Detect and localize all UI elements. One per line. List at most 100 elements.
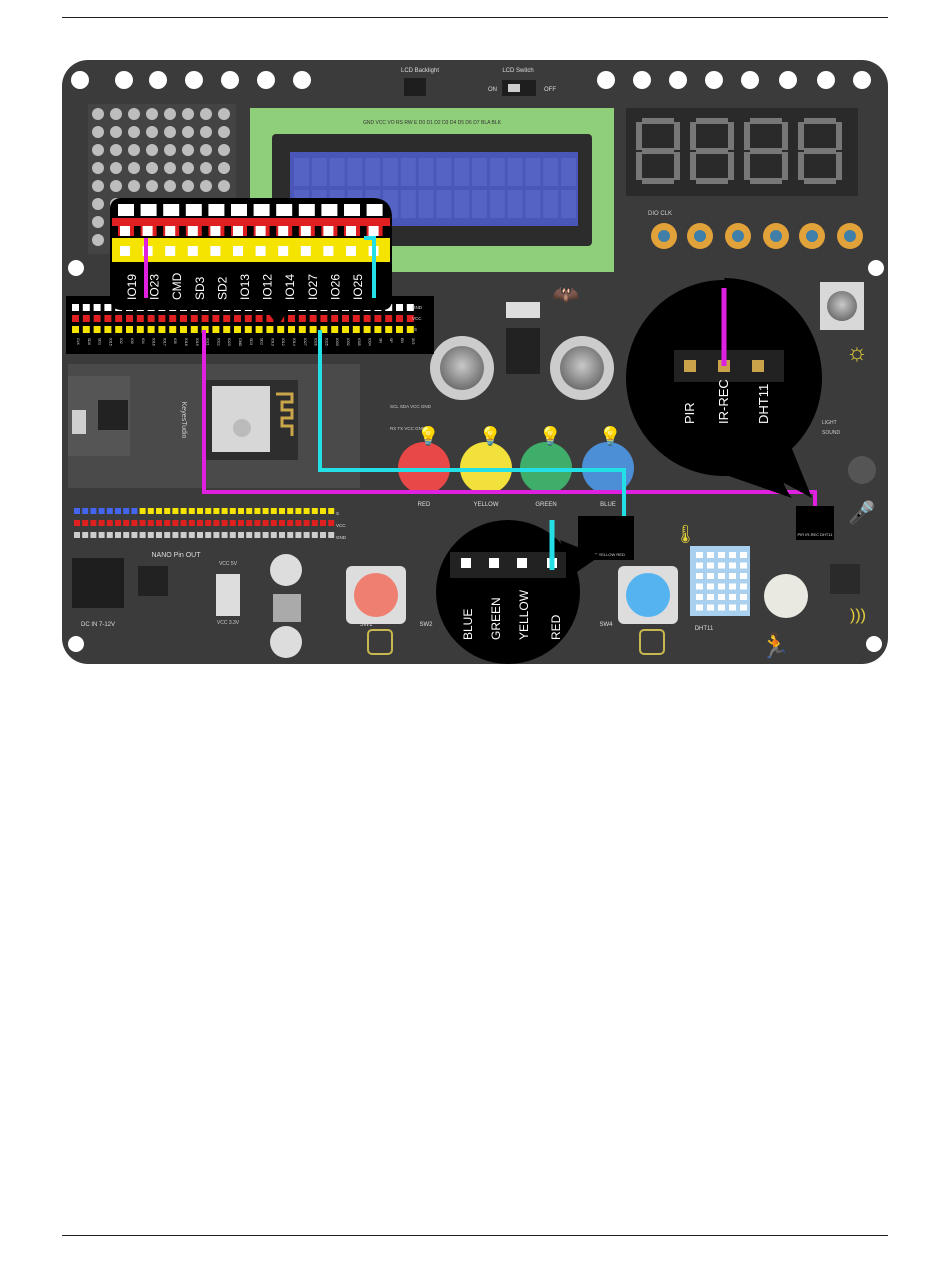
header-pin xyxy=(279,520,285,526)
header-pin xyxy=(197,508,203,514)
mounting-hole xyxy=(185,71,203,89)
matrix-dot xyxy=(92,144,104,156)
sw1-label: SW1 xyxy=(359,622,373,628)
main-header-pin xyxy=(352,315,360,322)
header-pin xyxy=(180,520,187,526)
callout-pin xyxy=(344,204,360,216)
dht-vent xyxy=(740,583,747,590)
main-header-pin xyxy=(244,326,252,333)
header-pin xyxy=(238,508,244,514)
dht-vent xyxy=(696,573,703,579)
traffic-led-label: RED xyxy=(418,502,431,508)
header-pin xyxy=(246,532,253,538)
header-pin xyxy=(262,508,269,514)
callout-pin-hole xyxy=(278,226,289,236)
off-label: OFF xyxy=(544,87,556,93)
main-header-pin-label: SN xyxy=(378,338,382,343)
main-header-pin-label: IO12 xyxy=(281,338,285,346)
buzzer-bottom xyxy=(270,626,302,658)
callout-pin-hole xyxy=(233,246,243,256)
callout-pin-hole xyxy=(323,246,334,256)
matrix-dot xyxy=(164,180,176,192)
mounting-hole xyxy=(221,71,239,89)
main-header-pin xyxy=(72,326,79,333)
matrix-dot xyxy=(110,180,122,192)
callout-pin xyxy=(140,204,157,216)
header-pin xyxy=(254,508,261,514)
callout-pin-label: IO26 xyxy=(328,274,342,300)
header-pin xyxy=(311,508,318,514)
main-header-pin xyxy=(190,326,198,333)
traffic-led-label: BLUE xyxy=(600,502,616,508)
mounting-hole xyxy=(293,71,311,89)
main-header-pin xyxy=(255,315,263,322)
button-sw1-cap[interactable] xyxy=(354,573,398,617)
main-header-pin xyxy=(385,315,393,322)
header-pin xyxy=(180,532,187,538)
segment xyxy=(798,152,804,180)
main-header-pin xyxy=(190,315,198,322)
dht-vent xyxy=(740,594,747,600)
matrix-dot xyxy=(128,108,140,120)
main-header-pin xyxy=(244,315,252,322)
header-pin xyxy=(139,532,146,538)
header-pin xyxy=(139,508,146,514)
main-header-pin xyxy=(136,315,144,322)
potentiometer-knob[interactable] xyxy=(827,291,857,321)
nano-pin-out-label: NANO Pin OUT xyxy=(151,552,201,559)
main-header-pin xyxy=(115,326,123,333)
led-callout-pin xyxy=(461,558,471,568)
mounting-hole xyxy=(115,71,133,89)
header-pin xyxy=(115,508,121,514)
header-pin xyxy=(238,532,244,538)
main-header-pin xyxy=(255,326,263,333)
button-sw4-cap[interactable] xyxy=(626,573,670,617)
header-pin xyxy=(115,532,121,538)
header-pin xyxy=(106,520,113,526)
header-pin xyxy=(147,520,154,526)
segment xyxy=(804,148,836,154)
lcd-cell xyxy=(294,158,309,186)
callout-pin-hole xyxy=(278,246,289,256)
main-header-pin xyxy=(212,326,220,333)
led-callout-pin xyxy=(489,558,499,568)
lcd-switch-knob[interactable] xyxy=(508,84,520,92)
matrix-dot xyxy=(164,144,176,156)
dht-vent xyxy=(707,604,714,611)
header-pin xyxy=(74,532,80,538)
callout-pin xyxy=(118,204,134,216)
segment xyxy=(836,122,842,150)
header-pin xyxy=(106,532,113,538)
main-header-pin xyxy=(201,326,209,333)
callout-pin xyxy=(163,204,180,216)
sw4-label: SW4 xyxy=(599,622,613,628)
magenta-wire xyxy=(202,330,817,516)
main-header-pin xyxy=(342,315,349,322)
esp32-shield xyxy=(212,386,270,452)
matrix-dot xyxy=(92,198,104,210)
matrix-dot xyxy=(92,180,104,192)
header-pin xyxy=(172,520,179,526)
lcd-backlight-button[interactable] xyxy=(404,78,426,96)
matrix-dot xyxy=(110,144,122,156)
mounting-hole xyxy=(597,71,615,89)
main-header-pin xyxy=(180,326,187,333)
main-header-pin-label: SD1 xyxy=(98,338,102,345)
header-pin xyxy=(131,532,138,538)
power-switch[interactable] xyxy=(216,574,240,616)
main-header-pin xyxy=(331,326,339,333)
dht-vent xyxy=(696,604,703,611)
header-pin xyxy=(303,532,310,538)
header-pin xyxy=(98,520,105,526)
sound-sensor xyxy=(848,456,876,484)
header-pin xyxy=(172,508,179,514)
callout-pin-hole xyxy=(323,226,334,236)
main-header-pin xyxy=(309,326,317,333)
header-pin xyxy=(115,520,121,526)
header-pin xyxy=(147,508,154,514)
header-pin xyxy=(213,532,220,538)
dht-vent xyxy=(729,604,736,611)
matrix-dot xyxy=(92,234,104,246)
led-header-small-label: BLUE YELLOW RED xyxy=(587,552,625,557)
mounting-hole xyxy=(68,636,84,652)
